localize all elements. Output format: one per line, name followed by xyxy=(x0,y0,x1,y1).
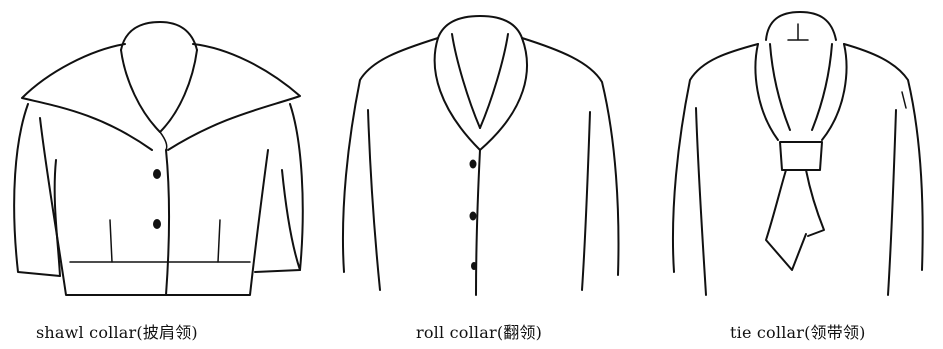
tie-collar-illustration xyxy=(640,0,943,300)
caption-tie-collar: tie collar(领带领) xyxy=(730,323,866,342)
button-dot xyxy=(153,169,161,179)
shawl-collar-drawing xyxy=(13,21,304,296)
caption-roll-collar: roll collar(翻领) xyxy=(416,323,543,342)
button-dot xyxy=(471,262,477,270)
button-dot xyxy=(153,219,161,229)
button-dot xyxy=(469,159,477,169)
roll-collar-drawing xyxy=(341,15,620,296)
roll-collar-illustration xyxy=(320,0,640,300)
button-dot xyxy=(469,211,477,221)
caption-shawl-collar: shawl collar(披肩领) xyxy=(36,323,198,342)
tie-collar-drawing xyxy=(671,11,924,296)
shawl-collar-illustration xyxy=(0,0,320,300)
